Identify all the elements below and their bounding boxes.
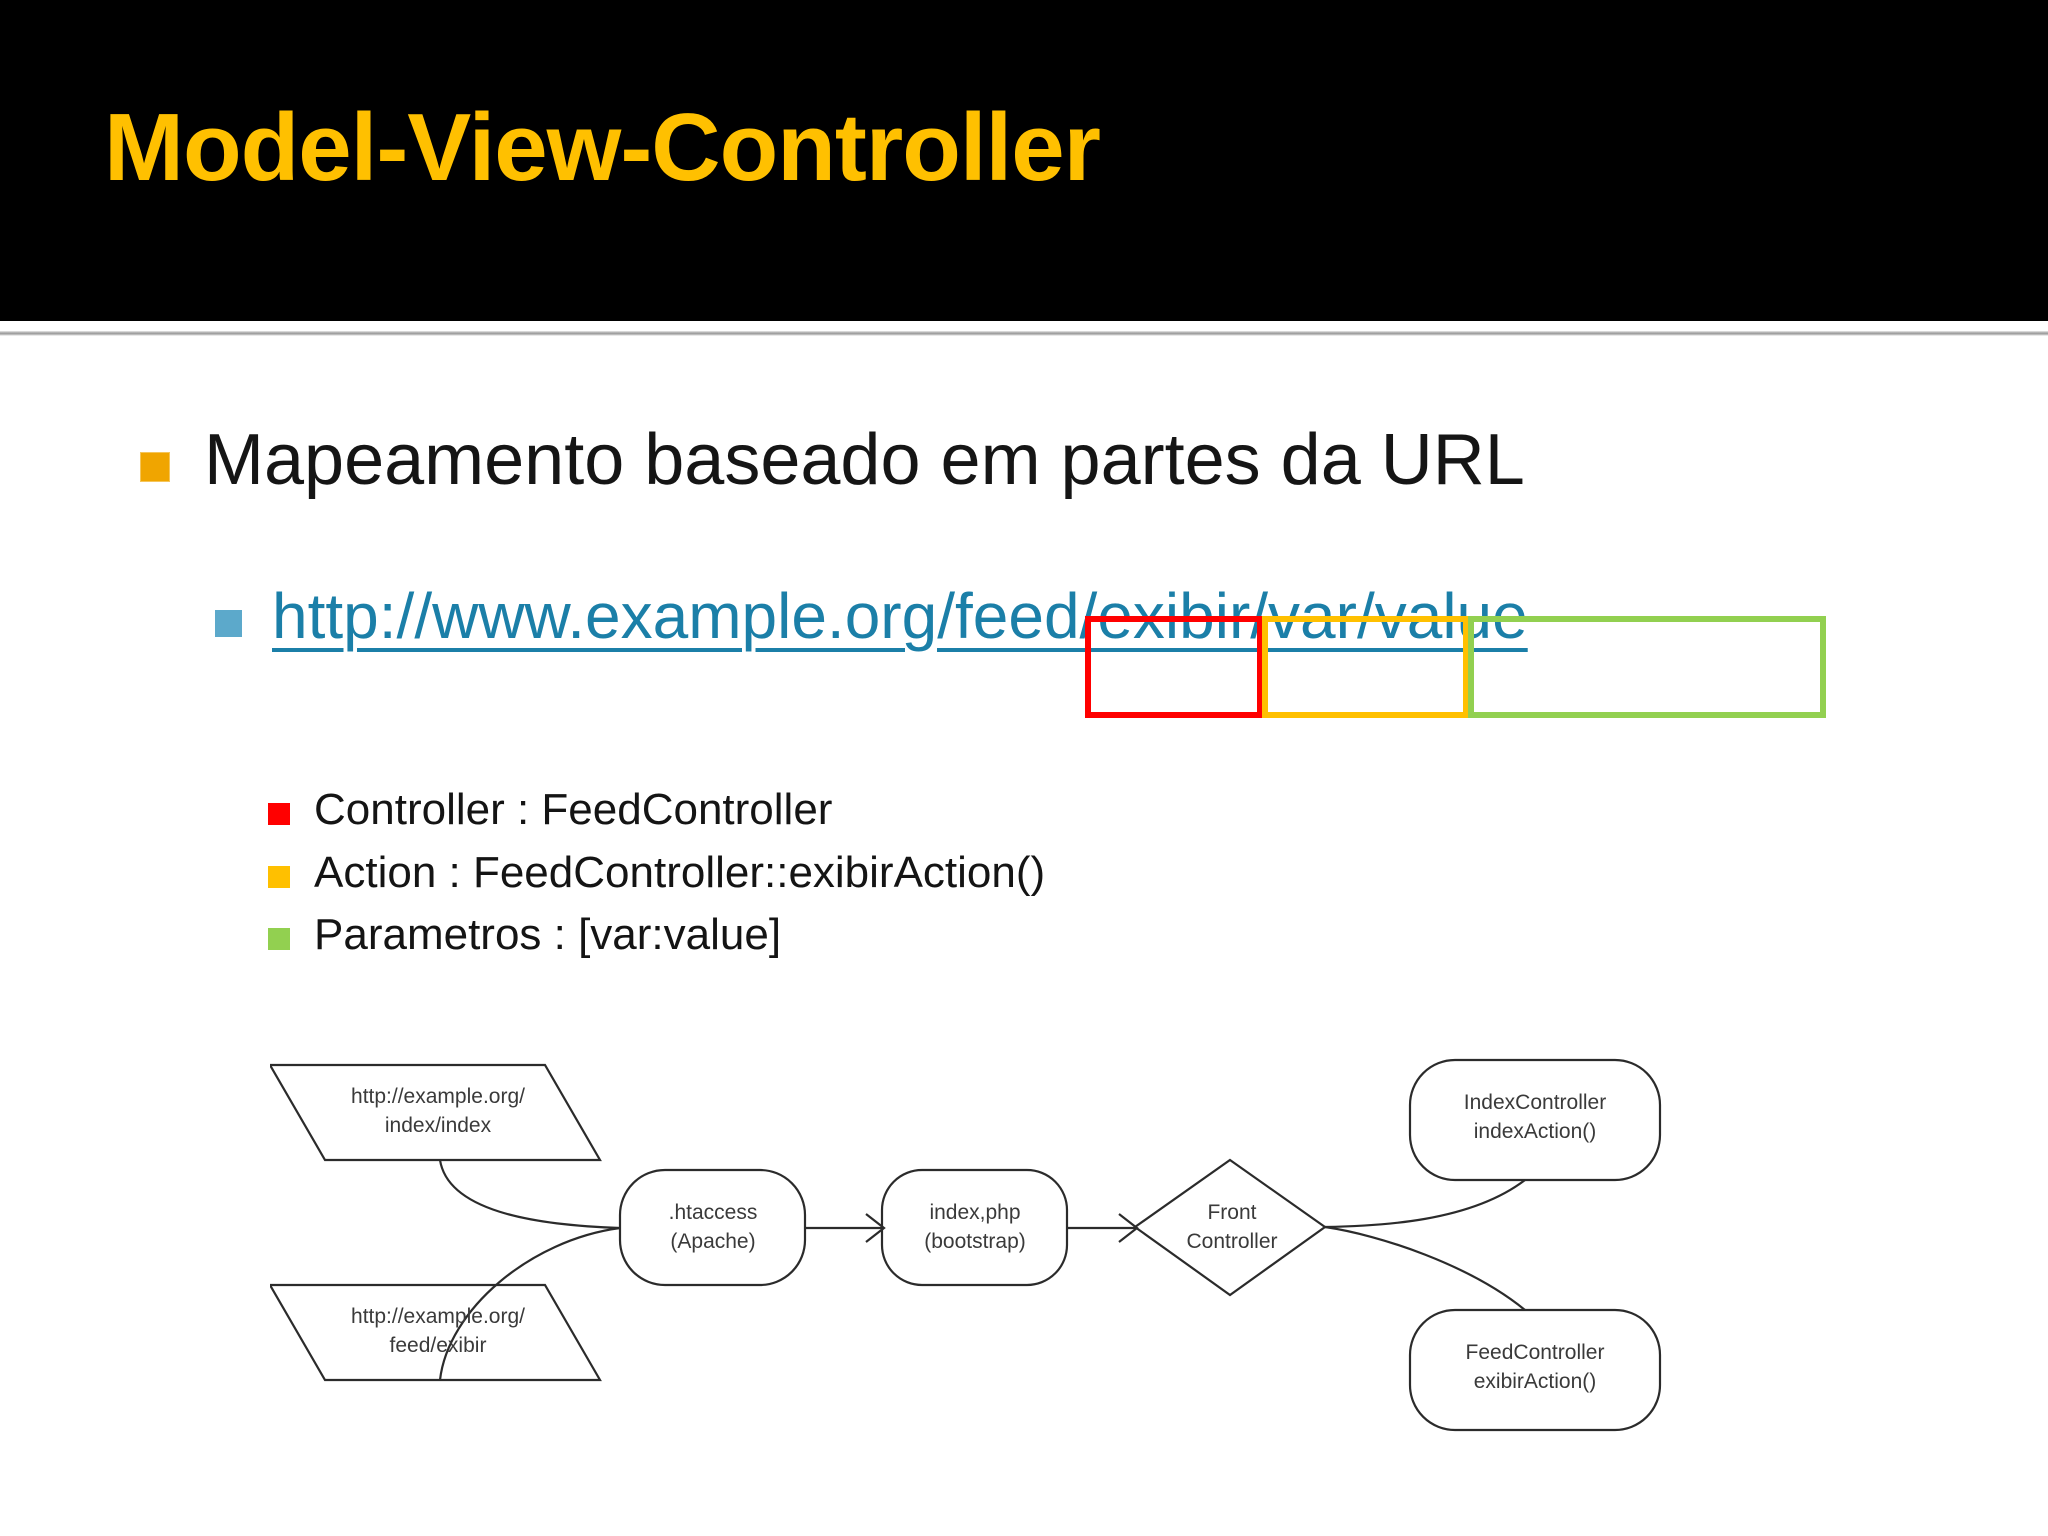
node-url-index-line1: http://example.org/ (351, 1085, 525, 1108)
list-item: Action : FeedController::exibirAction() (268, 848, 1045, 899)
square-bullet-icon (215, 610, 242, 637)
edge-url-index-to-htaccess (438, 1159, 621, 1230)
edge-url-feed-to-htaccess (438, 1226, 621, 1381)
node-feed-controller-line1: FeedController (1466, 1341, 1605, 1364)
node-url-feed-line1: http://example.org/ (351, 1305, 525, 1328)
node-front-controller-line1: Front (1207, 1201, 1256, 1224)
bullet-level2: http://www.example.org/feed/exibir/var/v… (215, 580, 1528, 652)
title-divider (0, 331, 2048, 336)
node-front-controller-line2: Controller (1186, 1230, 1277, 1253)
arrowhead-icon (1118, 1213, 1139, 1243)
square-bullet-icon (268, 803, 290, 825)
edge-front-to-feed-controller (1324, 1225, 1526, 1311)
node-url-feed-line2: feed/exibir (390, 1334, 487, 1357)
mapping-list: Controller : FeedController Action : Fee… (268, 785, 1045, 973)
square-bullet-icon (140, 452, 170, 482)
bullet-level1: Mapeamento baseado em partes da URL (140, 422, 1525, 498)
node-indexphp-line1: index,php (929, 1201, 1020, 1224)
node-indexphp-line2: (bootstrap) (924, 1230, 1026, 1253)
page-title: Model-View-Controller (104, 94, 1101, 201)
title-band (0, 0, 2048, 321)
list-item-label: Action : FeedController::exibirAction() (314, 847, 1046, 897)
arrowhead-icon (865, 1213, 886, 1243)
square-bullet-icon (268, 928, 290, 951)
node-index-controller-line1: IndexController (1464, 1091, 1606, 1114)
list-item: Parametros : [var:value] (268, 910, 1045, 961)
node-htaccess-shape (618, 1168, 807, 1287)
request-flow-diagram: http://example.org/ index/index http://e… (270, 1050, 1850, 1490)
list-item-label: Parametros : [var:value] (314, 910, 782, 960)
list-item: Controller : FeedController (268, 785, 1045, 836)
node-index-controller-line2: indexAction() (1474, 1120, 1597, 1143)
node-htaccess-line2: (Apache) (670, 1230, 755, 1253)
node-feed-controller-line2: exibirAction() (1474, 1370, 1597, 1393)
square-bullet-icon (268, 865, 290, 888)
node-index-controller-shape (1408, 1058, 1662, 1182)
bullet-level1-label: Mapeamento baseado em partes da URL (204, 420, 1525, 500)
edge-front-to-index-controller (1324, 1179, 1526, 1229)
list-item-label: Controller : FeedController (314, 785, 833, 834)
node-indexphp-shape (880, 1168, 1069, 1287)
example-url-link[interactable]: http://www.example.org/feed/exibir/var/v… (272, 580, 1528, 652)
node-url-feed-shape (270, 1283, 602, 1382)
node-url-index-shape (270, 1063, 602, 1162)
slide-body: Mapeamento baseado em partes da URL http… (0, 340, 2048, 1536)
node-htaccess-line1: .htaccess (669, 1201, 758, 1224)
node-url-index-line2: index/index (385, 1114, 492, 1137)
node-feed-controller-shape (1408, 1308, 1662, 1432)
node-front-controller-shape (1133, 1158, 1327, 1297)
